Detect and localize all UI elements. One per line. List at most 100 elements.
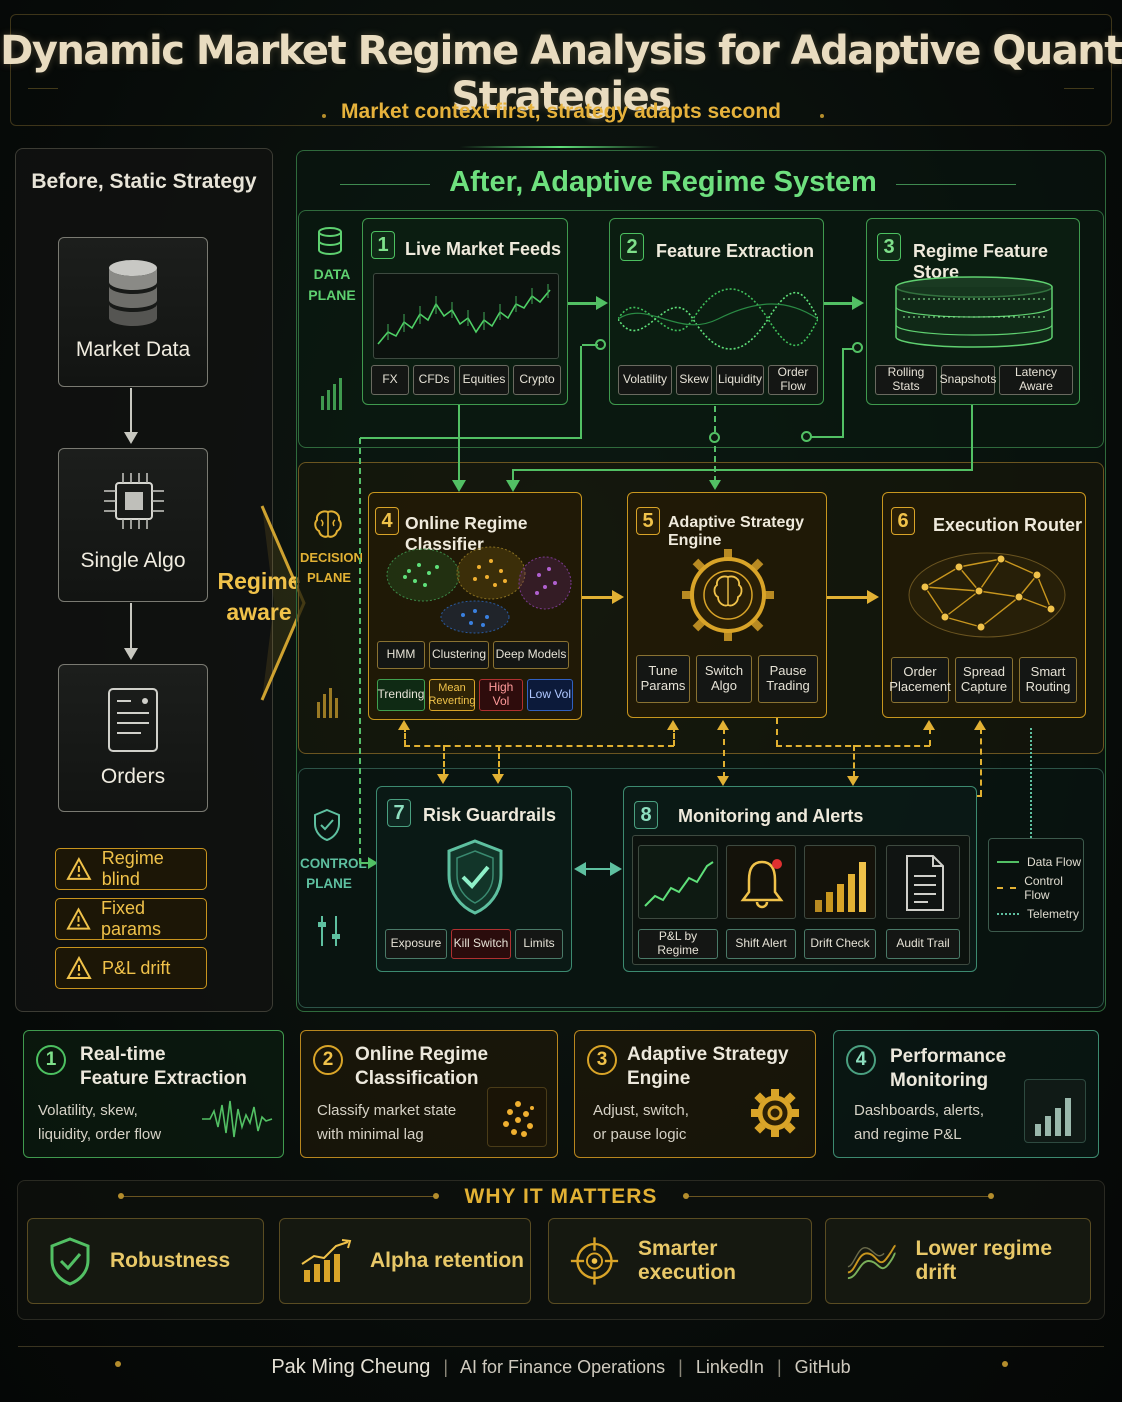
control-flow-line <box>929 728 931 746</box>
control-flow-line <box>776 718 778 746</box>
market-data-box: Market Data <box>58 237 208 387</box>
control-flow-line <box>404 745 674 747</box>
connector-line <box>580 346 582 438</box>
before-arrowhead-1 <box>124 432 138 444</box>
plane-label-line: DATA <box>313 266 351 282</box>
summary-title-line: Engine <box>627 1067 691 1089</box>
decision-plane-label: DECISION PLANE <box>300 548 363 587</box>
warning-icon <box>66 907 91 930</box>
module-number: 6 <box>891 507 915 535</box>
waveform-icon <box>202 1100 273 1138</box>
regime-trending: Trending <box>377 679 425 711</box>
summary-title: Online Regime Classification <box>355 1043 488 1091</box>
regime-aware-label: Regime aware <box>216 566 302 628</box>
summary-title-line: Classification <box>355 1067 479 1089</box>
sliders-icon <box>318 916 340 946</box>
module-number: 3 <box>877 233 901 261</box>
summary-title: Adaptive Strategy Engine <box>627 1043 789 1091</box>
chip-cfds: CFDs <box>413 365 455 395</box>
flow-arrowhead <box>867 590 879 604</box>
orders-label: Orders <box>100 765 166 788</box>
chip-clustering: Clustering <box>429 641 489 669</box>
warning-icon <box>66 857 92 880</box>
summary-number: 2 <box>313 1045 343 1075</box>
module-feature-extraction: 2 Feature Extraction Volatility Skew Liq… <box>609 218 824 405</box>
control-flow-line <box>498 745 500 775</box>
wave-lines-icon <box>847 1244 896 1280</box>
module-number: 5 <box>636 507 660 535</box>
decorative-dot <box>988 1193 994 1199</box>
connector-line <box>971 405 973 471</box>
why-line-right <box>686 1196 992 1197</box>
flow-arrowhead <box>974 720 986 730</box>
summary-desc-line: and regime P&L <box>854 1126 962 1143</box>
chip-exposure: Exposure <box>385 929 447 959</box>
before-title: Before, Static Strategy <box>31 170 257 193</box>
warning-pnl-drift: P&L drift <box>55 947 207 989</box>
chip-spread-capture: Spread Capture <box>955 657 1013 703</box>
cluster-icon <box>503 1101 534 1137</box>
legend-label: Data Flow <box>1027 855 1082 869</box>
plane-label-line: CONTROL <box>300 856 367 871</box>
flow-arrowhead <box>492 774 504 784</box>
summary-feature-extraction: 1 Real-time Feature Extraction Volatilit… <box>23 1030 284 1158</box>
regime-aware-line-2: aware <box>226 599 292 626</box>
summary-desc: Dashboards, alerts, and regime P&L <box>854 1099 984 1147</box>
why-label: Lower regime drift <box>915 1237 1052 1284</box>
connector-line <box>360 437 582 439</box>
telemetry-line <box>1030 728 1032 838</box>
alert-tile <box>726 845 796 919</box>
chip-rolling-stats: Rolling Stats <box>875 365 937 395</box>
connector-line <box>512 469 514 483</box>
control-flow-line <box>443 745 445 775</box>
chip-order-flow: Order Flow <box>768 365 818 395</box>
single-algo-label: Single Algo <box>80 549 186 572</box>
chip-audit-trail: Audit Trail <box>886 929 960 959</box>
audit-tile <box>886 845 960 919</box>
database-icon <box>109 260 157 326</box>
footer-frame <box>18 1346 1104 1347</box>
chip-order-placement: Order Placement <box>889 657 951 703</box>
module-adaptive-strategy-engine: 5 Adaptive Strategy Engine Tune Params S… <box>627 492 827 718</box>
control-plane-label: CONTROL PLANE <box>300 854 367 895</box>
chip-liquidity: Liquidity <box>716 365 764 395</box>
control-flow-line <box>723 728 725 778</box>
gear-icon <box>751 1089 799 1137</box>
footer-link-github[interactable]: GitHub <box>794 1357 851 1377</box>
connector-dot <box>801 431 812 442</box>
flow-arrow-2-3 <box>824 302 854 305</box>
bar-chart-icon <box>1035 1098 1071 1136</box>
flow-arrowhead <box>596 296 608 310</box>
candlestick-chart-icon <box>377 284 551 345</box>
legend-swatch <box>997 861 1019 863</box>
summary-title-line: Online Regime <box>355 1044 489 1065</box>
flow-arrowhead <box>717 776 729 786</box>
module-number: 8 <box>634 801 658 829</box>
brain-icon <box>314 510 342 538</box>
network-icon <box>908 552 1066 638</box>
control-flow-line <box>673 726 675 746</box>
flow-arrowhead <box>847 776 859 786</box>
legend-swatch <box>997 913 1019 915</box>
control-flow-line <box>980 728 982 796</box>
plane-label-line: PLANE <box>306 876 352 892</box>
footer-link-linkedin[interactable]: LinkedIn <box>695 1357 764 1377</box>
flow-arrow-4-5 <box>582 596 614 599</box>
chip-pause-trading: Pause Trading <box>758 655 818 703</box>
warning-icon <box>66 956 92 979</box>
footer-link-ai-finance[interactable]: AI for Finance Operations <box>460 1357 666 1377</box>
database-icon <box>318 227 342 255</box>
flow-arrowhead <box>852 296 864 310</box>
bar-chart-icon <box>815 862 866 912</box>
separator: | <box>678 1357 683 1377</box>
why-robustness: Robustness <box>27 1218 264 1304</box>
why-line-left <box>120 1196 436 1197</box>
bidirectional-arrow <box>584 868 612 870</box>
module-title: Feature Extraction <box>656 241 815 261</box>
flow-arrowhead <box>574 862 586 876</box>
why-alpha-retention: Alpha retention <box>279 1218 531 1304</box>
single-algo-box: Single Algo <box>58 448 208 602</box>
chip-crypto: Crypto <box>513 365 561 395</box>
module-risk-guardrails: 7 Risk Guardrails Exposure Kill Switch L… <box>376 786 572 972</box>
separator: | <box>776 1357 782 1377</box>
